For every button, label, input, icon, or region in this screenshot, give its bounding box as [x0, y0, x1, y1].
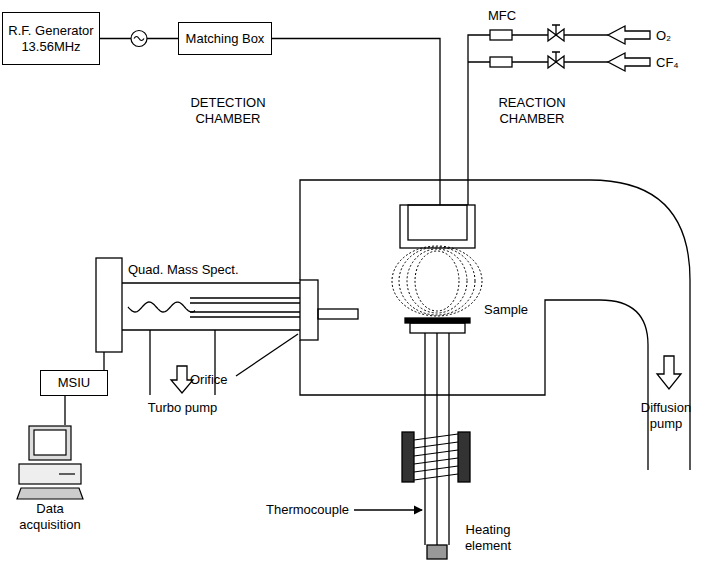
heater-block: [458, 432, 470, 482]
heater-winding: [414, 442, 458, 448]
coil-ring: [392, 246, 482, 316]
part-label: Heating element: [452, 522, 524, 553]
electrode: [400, 205, 475, 248]
node-text: R.F. Generator 13.56MHz: [8, 23, 94, 54]
part-label: MFC: [488, 8, 528, 24]
heater-winding: [414, 474, 458, 480]
gas-line: [512, 35, 608, 62]
inlet-arrow: [608, 26, 650, 44]
node-text: MSIU: [58, 375, 91, 391]
holder-stem: [425, 333, 449, 545]
valve-symbol: [548, 25, 564, 41]
heater-block: [402, 432, 414, 482]
chamber-wall: [300, 300, 648, 470]
sample-holder: [410, 323, 465, 333]
gas-label: O₂: [656, 28, 696, 44]
qms-flange: [96, 258, 122, 352]
process-box: Matching Box: [178, 22, 272, 55]
part-label: Turbo pump: [145, 400, 220, 416]
ac-source-symbol: [131, 31, 147, 47]
leader-line: [236, 334, 298, 376]
coil-ring: [407, 249, 467, 313]
ioniser-wave: [128, 302, 195, 312]
coil-ring: [399, 247, 475, 315]
pump-arrow: [171, 366, 193, 393]
orifice-tube: [318, 309, 358, 319]
pump-arrow: [657, 356, 681, 389]
heater-winding: [414, 450, 458, 456]
qms-tube: [122, 283, 300, 330]
rf-feed-wire: [272, 39, 440, 206]
part-label: Orifice: [190, 372, 250, 388]
gas-label: CF₄: [656, 55, 700, 71]
computer-icon: [15, 425, 85, 501]
valve-symbol: [548, 52, 564, 68]
computer-icon: Data acquisition: [10, 425, 90, 532]
connector: [64, 396, 65, 425]
coil-ring: [415, 251, 459, 311]
inlet-arrow: [608, 53, 650, 71]
sample-plate: [405, 318, 470, 323]
node-text: Data acquisition: [10, 501, 90, 532]
qms-rods: [190, 298, 300, 317]
leader-arrow: [354, 509, 422, 510]
generator-box: R.F. Generator 13.56MHz: [2, 12, 100, 65]
chamber-port: [300, 280, 318, 340]
gas-line: [468, 35, 490, 205]
node-text: Matching Box: [186, 31, 265, 47]
part-label: Thermocouple: [266, 502, 354, 518]
part-label: Sample: [484, 302, 544, 318]
part-label: Quad. Mass Spect.: [128, 262, 258, 278]
region-label: DETECTION CHAMBER: [178, 95, 278, 126]
heater-winding: [414, 434, 458, 440]
process-box: MSIU: [40, 370, 108, 396]
mfc-box: [490, 30, 512, 40]
region-label: REACTION CHAMBER: [482, 95, 582, 126]
heater-winding: [414, 458, 458, 464]
chamber-wall: [300, 180, 690, 470]
heating-element: [427, 545, 447, 559]
electrode: [408, 205, 467, 240]
heater-winding: [414, 466, 458, 472]
mfc-box: [490, 57, 512, 67]
part-label: Diffusion pump: [628, 400, 704, 431]
signal-wire: [103, 352, 104, 370]
